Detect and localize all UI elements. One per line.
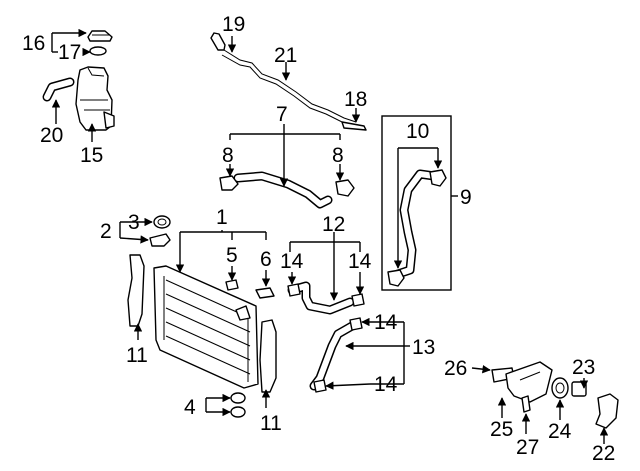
heater-hose-clamp-top [349,317,363,331]
overflow-hose-drawing [42,77,75,102]
upper-insulator-drawing [153,215,171,229]
callout-7: 7 [276,103,288,126]
callout-8-right: 8 [332,144,344,167]
callout-8-left: 8 [222,144,234,167]
callout-14-b: 14 [348,250,372,273]
callout-17: 17 [58,41,81,64]
callout-3: 3 [128,211,140,234]
callout-labels: 16 17 20 15 19 21 18 7 8 8 10 9 2 3 1 5 … [22,13,615,465]
callout-6: 6 [260,248,272,271]
callout-13: 13 [412,336,435,359]
heater-hose-clamp-bottom [313,379,327,393]
heater-hose-drawing [309,321,357,391]
lower-hose-clamp-bottom [387,269,405,287]
callout-23: 23 [572,356,595,379]
lower-hose-clamp-top [429,169,447,187]
temp-sensor-drawing [521,395,531,413]
callout-15: 15 [80,144,103,167]
callout-14-a: 14 [280,250,304,273]
drain-plug-drawing [225,279,239,291]
upper-hose-clamp-right [335,179,355,197]
thermostat-drawing [551,377,569,399]
bypass-hose-clamp-right [351,293,365,307]
callout-16: 16 [22,32,45,55]
radiator-drawing [153,265,259,389]
callout-14-d: 14 [374,373,398,396]
filler-neck-drawing [255,287,275,299]
callout-27: 27 [516,436,539,459]
radiator-seal-drawing [210,32,367,131]
callout-4: 4 [184,396,196,419]
radiator-cap-drawing [87,30,113,42]
callout-24: 24 [548,420,572,443]
callout-22: 22 [592,442,615,465]
callout-11-left: 11 [126,344,148,367]
thermostat-housing-drawing [505,361,553,403]
leader-lines [51,28,609,444]
water-outlet-drawing [595,393,619,429]
air-guide-left-drawing [127,254,145,327]
air-guide-right-drawing [259,319,277,393]
callout-1: 1 [216,206,228,229]
callout-9: 9 [460,186,472,209]
callout-12: 12 [322,213,345,236]
upper-hose-drawing [233,171,333,209]
callout-2: 2 [100,220,112,243]
callout-20: 20 [40,124,63,147]
lower-hose-group-box [381,115,452,291]
coolant-reservoir-drawing [75,66,115,131]
cap-gasket-drawing [89,46,107,56]
lower-insulator-drawing [230,392,246,418]
callout-21: 21 [274,44,297,67]
callout-26: 26 [444,357,467,380]
callout-18: 18 [344,88,367,111]
lower-hose-drawing [393,169,439,279]
bypass-hose-drawing [287,281,355,315]
callout-5: 5 [226,244,238,267]
radiator-bracket-drawing [149,233,171,247]
callout-10: 10 [406,120,429,143]
bypass-hose-clamp-left [287,283,301,297]
callout-19: 19 [222,13,245,36]
callout-11-right: 11 [260,412,282,435]
callout-14-c: 14 [374,311,398,334]
callout-25: 25 [490,418,513,441]
